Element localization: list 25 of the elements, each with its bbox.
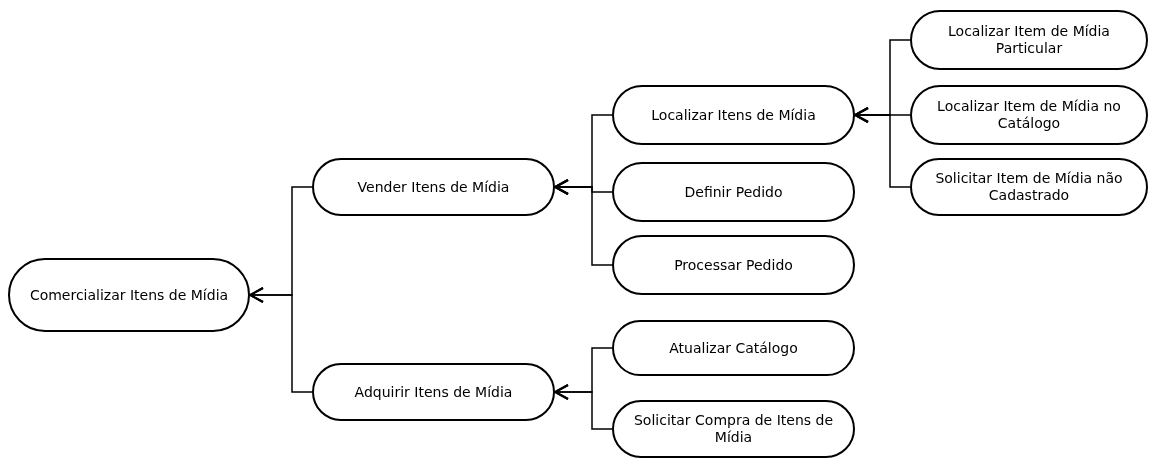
node-label: Solicitar Compra de Itens de Mídia xyxy=(632,412,834,446)
node-label: Adquirir Itens de Mídia xyxy=(354,383,513,401)
connector-arrow xyxy=(554,179,613,266)
process-pill xyxy=(612,162,855,222)
process-pill xyxy=(312,363,555,421)
node-label: Solicitar Item de Mídia não Cadastrado xyxy=(934,170,1124,204)
process-pill xyxy=(612,235,855,295)
process-pill xyxy=(612,400,855,458)
node-label: Localizar Item de Mídia Particular xyxy=(947,23,1111,57)
process-pill xyxy=(612,85,855,145)
process-pill xyxy=(910,85,1148,145)
connector-arrow xyxy=(554,384,613,430)
connector-arrow xyxy=(854,107,911,188)
process-pill xyxy=(910,10,1148,70)
process-pill xyxy=(312,158,555,216)
process-pill xyxy=(612,320,855,376)
node-label: Atualizar Catálogo xyxy=(669,339,798,357)
node-label: Definir Pedido xyxy=(684,183,783,201)
node-label: Localizar Item de Mídia no Catálogo xyxy=(936,98,1122,132)
node-label: Comercializar Itens de Mídia xyxy=(29,286,229,304)
process-pill xyxy=(910,158,1148,216)
node-label: Vender Itens de Mídia xyxy=(357,178,510,196)
node-label: Processar Pedido xyxy=(674,256,793,274)
connector-arrow xyxy=(249,287,313,393)
node-label: Localizar Itens de Mídia xyxy=(651,106,816,124)
